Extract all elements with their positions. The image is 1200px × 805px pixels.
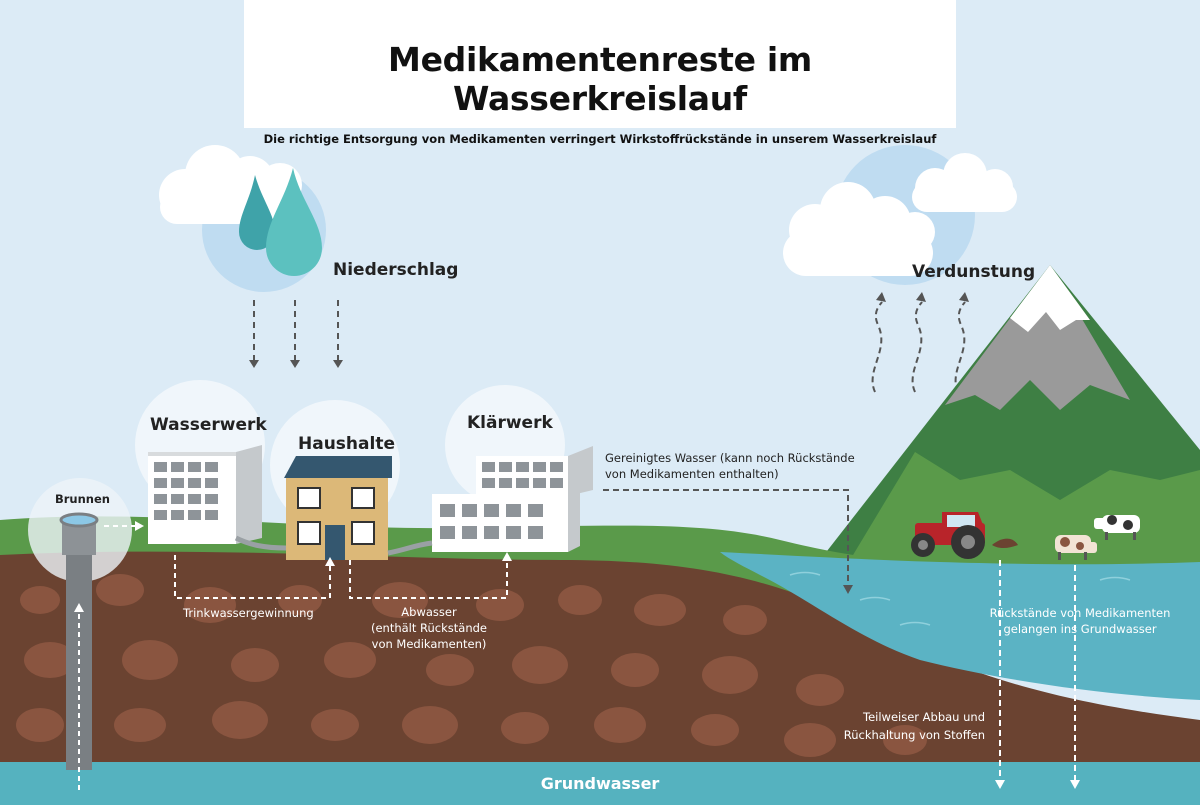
label-trinkwasser: Trinkwassergewinnung <box>182 606 314 620</box>
building-icon <box>432 446 593 552</box>
label-rueckstaende-1: Rückstände von Medikamenten <box>990 606 1171 620</box>
label-gereinigt-1: Gereinigtes Wasser (kann noch Rückstände <box>605 451 855 465</box>
soil-stones <box>16 574 927 757</box>
cloud-icon <box>783 153 1017 276</box>
label-wasserwerk: Wasserwerk <box>150 415 267 435</box>
lake-waves <box>789 571 1131 626</box>
house-icon <box>284 456 392 560</box>
label-grundwasser: Grundwasser <box>541 774 660 793</box>
flow-lines <box>174 555 508 599</box>
page-title: Medikamentenreste im Wasserkreislauf <box>388 40 812 118</box>
well-icon <box>59 512 99 770</box>
label-haushalte: Haushalte <box>298 434 395 454</box>
evaporation-group <box>783 145 1017 285</box>
wasserwerk-windows <box>154 462 218 520</box>
klaerwerk-group <box>432 385 593 552</box>
cow-icon <box>1055 535 1097 560</box>
label-abwasser-3: von Medikamenten) <box>372 637 487 651</box>
label-abwasser-2: (enthält Rückstände <box>371 621 487 635</box>
wasserwerk-group <box>135 380 265 544</box>
pipes <box>234 535 433 556</box>
label-abwasser-1: Abwasser <box>401 605 457 619</box>
precipitation-group <box>159 145 326 292</box>
label-niederschlag: Niederschlag <box>333 260 458 280</box>
purified-water-arrow <box>603 489 849 585</box>
klaerwerk-windows <box>440 462 563 539</box>
water-drop-icon <box>239 168 322 276</box>
label-klaerwerk: Klärwerk <box>467 413 553 433</box>
haushalte-group <box>270 400 400 560</box>
precipitation-arrows <box>253 300 339 360</box>
brunnen-group <box>28 478 144 790</box>
label-abbau-2: Rückhaltung von Stoffen <box>844 728 985 742</box>
residues-arrows <box>999 560 1076 780</box>
label-gereinigt-2: von Medikamenten enthalten) <box>605 467 779 481</box>
lake <box>720 552 1200 700</box>
label-verdunstung: Verdunstung <box>912 262 1035 282</box>
title-box: Medikamentenreste im Wasserkreislauf Die… <box>244 0 956 146</box>
cow-icon <box>1094 515 1140 540</box>
label-abbau-1: Teilweiser Abbau und <box>862 710 985 724</box>
evaporation-arrows <box>871 292 969 393</box>
label-brunnen: Brunnen <box>55 492 110 506</box>
tractor-icon <box>911 512 1018 559</box>
label-rueckstaende-2: gelangen ins Grundwasser <box>1003 622 1156 636</box>
page-subtitle: Die richtige Entsorgung von Medikamenten… <box>263 132 937 146</box>
